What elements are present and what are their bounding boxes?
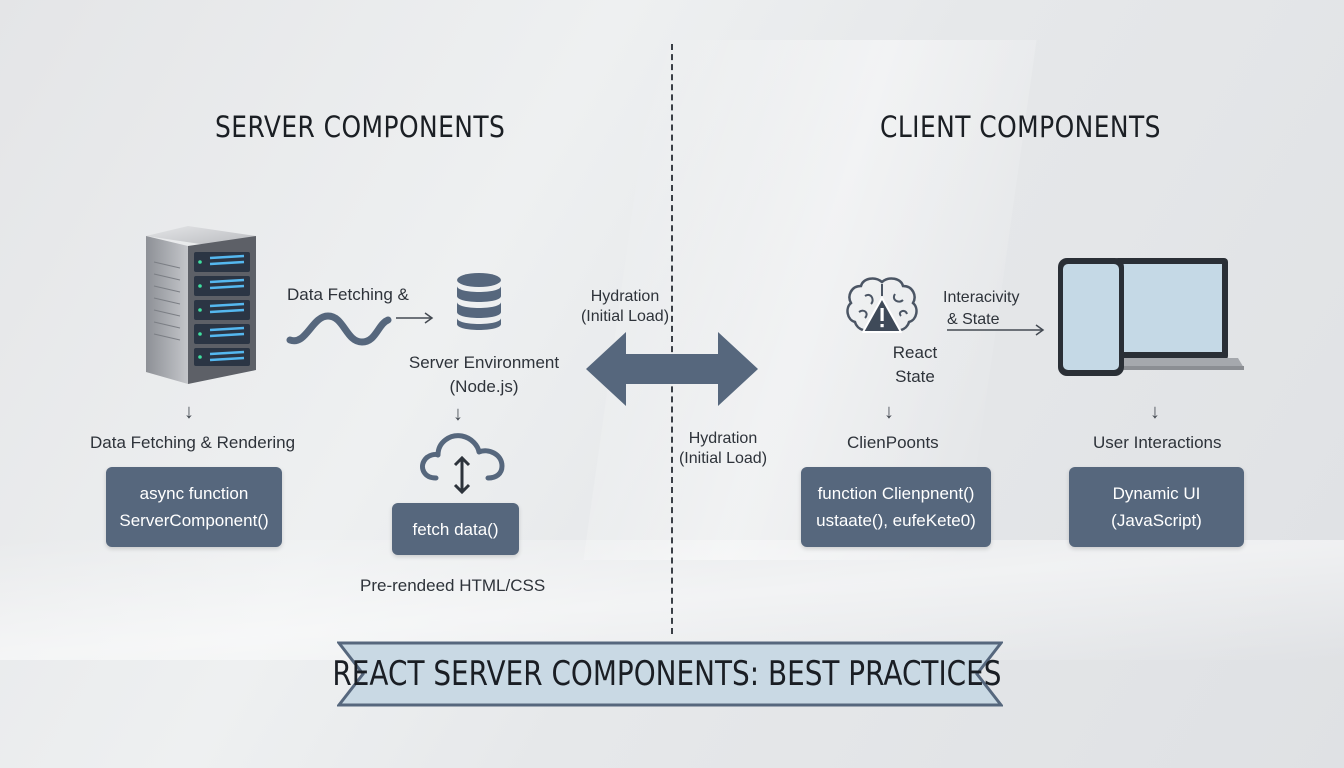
hydration-top-label: Hydration (Initial Load) [570, 288, 680, 326]
fetch-data-box: fetch data() [392, 503, 519, 555]
user-interactions-label: User Interactions [1093, 433, 1222, 452]
box-line-1: Dynamic UI [1112, 484, 1201, 503]
cloud-upload-icon [420, 433, 505, 495]
fetch-label: Data Fetching & [287, 285, 409, 304]
hydration-bottom-line-2: (Initial Load) [678, 450, 768, 467]
title-banner: REACT SERVER COMPONENTS: BEST PRACTICES [332, 641, 1003, 707]
server-rack-icon [146, 226, 256, 384]
down-arrow-icon: ↓ [453, 403, 463, 425]
banner-title-text: REACT SERVER COMPONENTS: BEST PRACTICES [332, 654, 1002, 694]
box-line-1: async function [139, 484, 249, 503]
banner-title: REACT SERVER COMPONENTS: BEST PRACTICES [332, 641, 1001, 707]
interactivity-line-1: Interacivity [943, 289, 1020, 306]
wave-icon [286, 312, 434, 346]
rendering-label: Data Fetching & Rendering [90, 433, 296, 452]
down-arrow-icon: ↓ [1150, 401, 1160, 423]
down-arrow-icon: ↓ [184, 401, 194, 423]
server-environment-label: Server Environment (Node.js) [404, 353, 564, 397]
database-icon [457, 273, 501, 330]
dynamic-ui-box: Dynamic UI (JavaScript) [1069, 467, 1244, 547]
react-state-label: React State [870, 343, 960, 387]
hydration-top-line-2: (Initial Load) [580, 308, 670, 325]
react-state-line-2: State [895, 367, 935, 386]
client-heading: CLIENT COMPONENTS [880, 110, 1161, 144]
banner-shape [337, 641, 1003, 707]
box-line-2: ServerComponent() [119, 511, 269, 530]
right-arrow-icon [947, 324, 1045, 336]
env-line-2: (Node.js) [449, 377, 519, 396]
hydration-top-line-1: Hydration [590, 288, 660, 305]
brain-warning-icon [846, 277, 918, 333]
react-state-line-1: React [892, 343, 938, 362]
box-line-2: (JavaScript) [1111, 511, 1202, 530]
interactivity-label: Interacivity & State [943, 289, 1019, 329]
server-heading: SERVER COMPONENTS [215, 110, 506, 144]
down-arrow-icon: ↓ [884, 401, 894, 423]
box-line-2: ustaate(), eufeKete0) [816, 511, 976, 530]
double-arrow-icon [586, 332, 758, 406]
center-divider [671, 44, 673, 634]
server-component-box: async function ServerComponent() [106, 467, 282, 547]
devices-icon [1058, 258, 1244, 376]
env-line-1: Server Environment [408, 353, 560, 372]
client-component-box: function Clienpnent() ustaate(), eufeKet… [801, 467, 991, 547]
hydration-bottom-label: Hydration (Initial Load) [668, 430, 778, 468]
output-label: Pre-rendeed HTML/CSS [360, 576, 546, 595]
client-components-label: ClienPoonts [847, 433, 939, 452]
interactivity-line-2: & State [947, 311, 1000, 328]
box-line-1: function Clienpnent() [817, 484, 975, 503]
fetch-data-text: fetch data() [412, 519, 499, 539]
hydration-bottom-line-1: Hydration [688, 430, 758, 447]
